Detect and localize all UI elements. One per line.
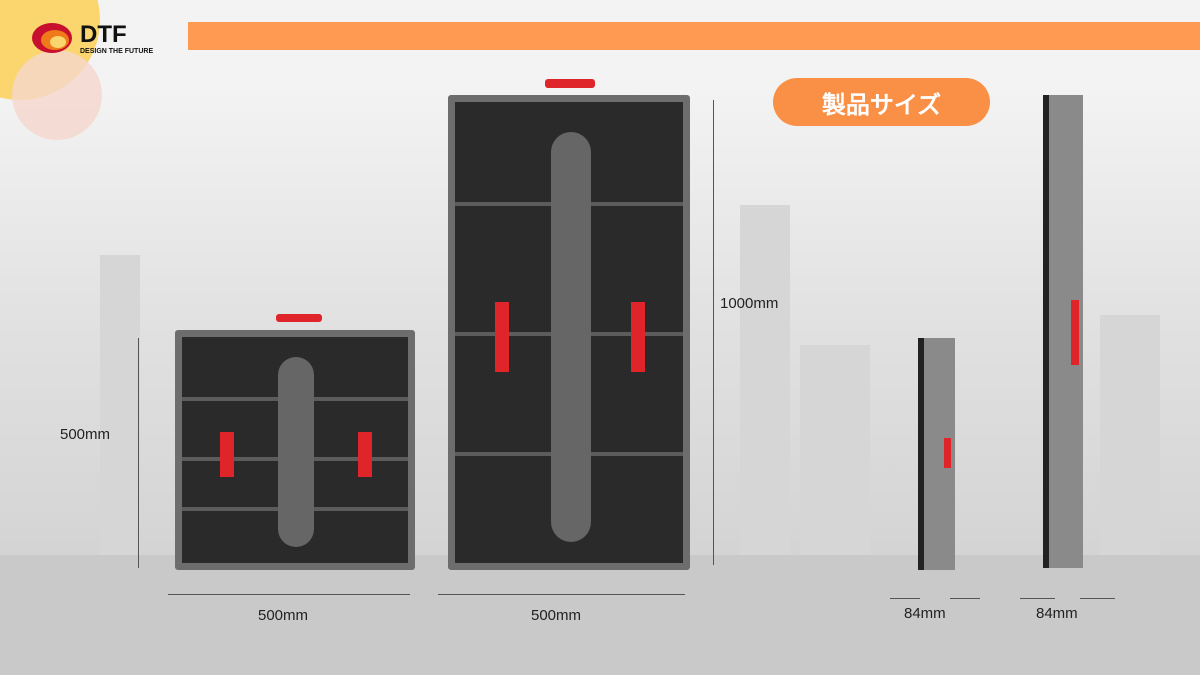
dimension-line	[1080, 598, 1115, 599]
small-height-label: 500mm	[60, 426, 111, 443]
large-height-label: 1000mm	[720, 295, 779, 312]
dimension-line	[890, 598, 920, 599]
small-panel-rear	[175, 330, 415, 570]
dimension-line	[168, 594, 410, 595]
handle	[276, 314, 322, 322]
dimension-line	[1020, 598, 1055, 599]
svg-text:DESIGN THE FUTURE: DESIGN THE FUTURE	[80, 48, 153, 55]
large-width-label: 500mm	[531, 607, 582, 624]
header-bar	[188, 22, 1200, 50]
large-depth-label: 84mm	[1036, 605, 1078, 622]
large-panel-side	[1043, 95, 1083, 568]
large-panel-rear	[448, 95, 690, 570]
decor-circle	[12, 50, 102, 140]
dimension-line	[438, 594, 685, 595]
small-depth-label: 84mm	[904, 605, 946, 622]
logo: DTF DESIGN THE FUTURE	[30, 18, 175, 58]
small-width-label: 500mm	[258, 607, 309, 624]
small-panel-side	[918, 338, 955, 570]
title-badge: 製品サイズ	[773, 78, 990, 126]
svg-text:DTF: DTF	[80, 21, 127, 48]
handle	[545, 79, 595, 88]
dimension-line	[950, 598, 980, 599]
dimension-line	[138, 338, 139, 568]
dimension-line	[713, 100, 714, 565]
